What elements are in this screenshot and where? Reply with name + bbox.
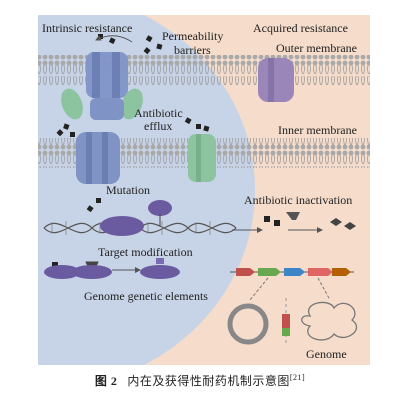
target-modification-illustration (44, 258, 180, 279)
inner-membrane-label: Inner membrane (278, 123, 357, 137)
acquired-resistance-label: Acquired resistance (253, 21, 348, 35)
efflux-pump (61, 52, 143, 120)
figure-number: 图 2 (94, 374, 118, 388)
intrinsic-resistance-label: Intrinsic resistance (42, 21, 132, 35)
permeability-label-line1: Permeability (162, 29, 223, 43)
genome-chromosome (301, 301, 358, 341)
outer-membrane-porin (258, 58, 294, 102)
mutation-label: Mutation (106, 183, 150, 197)
efflux-label-line2: efflux (144, 119, 172, 133)
permeability-label-line2: barriers (174, 43, 211, 57)
efflux-label-line1: Antibiotic (134, 106, 183, 120)
figure-caption: 图 2 内在及获得性耐药机制示意图[21] (0, 372, 400, 389)
plasmid (227, 303, 269, 345)
inner-membrane-transporter (188, 134, 216, 182)
antibiotic-inactivation-label: Antibiotic inactivation (244, 193, 352, 207)
inactivation-illustration (264, 212, 356, 233)
transposon (282, 298, 290, 346)
inner-membrane-pump (76, 132, 120, 184)
figure-reference: [21] (289, 373, 306, 382)
genome-genetic-elements-label: Genome genetic elements (84, 289, 208, 303)
target-modification-label: Target modification (98, 245, 193, 259)
genome-label: Genome (306, 347, 347, 361)
gene-cassette (230, 268, 354, 301)
flow-arrows (95, 35, 263, 233)
outer-membrane-label: Outer membrane (276, 41, 357, 55)
ribosome (100, 200, 172, 236)
figure-caption-text: 内在及获得性耐药机制示意图 (127, 374, 290, 388)
